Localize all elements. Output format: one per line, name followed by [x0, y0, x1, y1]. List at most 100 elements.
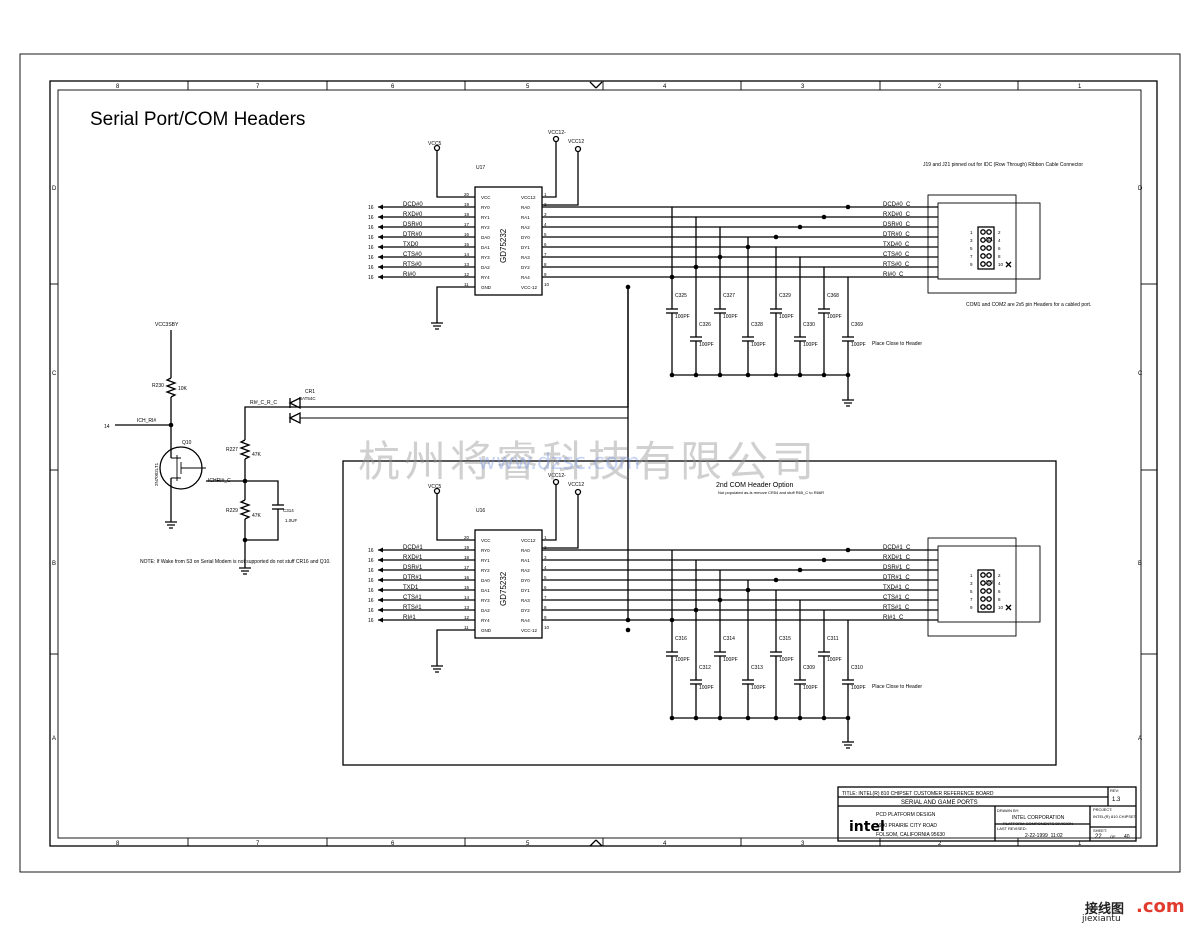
cap-tap-dot-u17 [821, 214, 827, 220]
signal-right-label-u16: DTR#1_C [883, 575, 910, 581]
pin-name-right-u16: VCC12 [521, 538, 536, 543]
cap-ref-u16: C311 [827, 636, 839, 642]
pin-num-right-u16: 2 [544, 545, 547, 550]
header-pin-u17 [986, 261, 992, 267]
pin-num-left-u16: 16 [464, 575, 470, 580]
r230-ref: R230 [152, 383, 164, 389]
cap-value-u17: 100PF [827, 314, 842, 320]
pin-name-left-u17: DA0 [481, 235, 490, 240]
header-pin-num-u17: 6 [998, 246, 1001, 251]
pin-num-left-u17: 20 [464, 192, 470, 197]
cap-value-u17: 100PF [675, 314, 690, 320]
r229-value: 47K [252, 513, 262, 519]
net-page-ref-u16: 16 [368, 558, 374, 564]
pin-num-left-u16: 18 [464, 555, 470, 560]
pin-num-right-u17: 4 [544, 222, 547, 227]
pin-num-left-u17: 12 [464, 272, 470, 277]
signal-arrow-u17 [378, 254, 383, 260]
cap-gnd-dot-u17 [745, 372, 751, 378]
net-page-ref-u17: 16 [368, 205, 374, 211]
signal-left-label-u16: DCD#1 [403, 545, 423, 551]
pin-name-right-u17: DY0 [521, 235, 530, 240]
cap-tap-dot-u16 [773, 577, 779, 583]
center-mark-top [589, 81, 603, 89]
col-label-top: 3 [801, 84, 805, 90]
header-pin-num-u17: 8 [998, 254, 1001, 259]
drawing-border [49, 80, 1158, 847]
signal-right-label-u16: DSR#1_C [883, 565, 911, 571]
header-pin-num-u16: 10 [998, 605, 1004, 610]
signal-right-label-u16: CTS#1_C [883, 595, 910, 601]
cap-gnd-dot-u16 [669, 715, 675, 721]
cap-gnd-dot-u17 [773, 372, 779, 378]
header-body-u16 [977, 569, 995, 613]
cap-value-u17: 100PF [803, 342, 818, 348]
header-pin-u16 [986, 596, 992, 602]
col-label-bottom: 2 [938, 841, 942, 847]
signal-right-label-u17: CTS#0_C [883, 252, 910, 258]
header-pin-u17 [986, 237, 992, 243]
header-note2: COM1 and COM2 are 2x5 pin Headers for a … [966, 302, 1091, 308]
signal-left-label-u16: RI#1 [403, 615, 416, 621]
cap-ref-u17: C325 [675, 293, 687, 299]
chip-ref-u17: U17 [476, 165, 485, 171]
cap-ref-u17: C369 [851, 322, 863, 328]
pin-name-right-u16: RA2 [521, 568, 530, 573]
cr-ref: CR1 [305, 389, 315, 395]
pin-name-right-u17: RA4 [521, 275, 530, 280]
pin-num-left-u16: 14 [464, 595, 470, 600]
pin-num-left-u17: 17 [464, 222, 470, 227]
pin-num-left-u17: 11 [464, 282, 469, 287]
signal-arrow-u16 [378, 567, 383, 573]
pin-name-right-u16: RA1 [521, 558, 530, 563]
pin-num-left-u16: 20 [464, 535, 470, 540]
ri-net-label: RI#_C_R_C [250, 400, 277, 406]
cap-value-u16: 100PF [723, 657, 738, 663]
header-pin-num-u17: 1 [970, 230, 973, 235]
pin-name-right-u17: DY1 [521, 245, 530, 250]
net-page-ref-u16: 16 [368, 588, 374, 594]
pin-name-right-u17: VCC-12 [521, 285, 538, 290]
cap-value-u17: 100PF [751, 342, 766, 348]
pin-name-left-u16: DA2 [481, 608, 490, 613]
pin-name-left-u17: DA2 [481, 265, 490, 270]
col-label-bottom: 1 [1078, 841, 1082, 847]
header-note: J19 and J21 pinned out for IDC (Row Thro… [923, 162, 1083, 168]
cap-tap-dot-u16 [821, 557, 827, 563]
pin-num-right-u16: 1 [544, 535, 547, 540]
pin-name-right-u16: DY0 [521, 578, 530, 583]
signal-right-label-u17: TXD#0_C [883, 242, 910, 248]
net-page-ref-u17: 16 [368, 225, 374, 231]
header-ref-u17: J21 [985, 237, 993, 243]
header-pin-num-u16: 8 [998, 597, 1001, 602]
vcc5-terminal-u16 [433, 487, 441, 495]
signal-left-label-u17: RI#0 [403, 272, 416, 278]
header-pin-num-u16: 5 [970, 589, 973, 594]
pin-name-left-u17: VCC [481, 195, 491, 200]
tb-of: OF [1110, 834, 1116, 839]
signal-right-label-u16: TXD#1_C [883, 585, 910, 591]
header-pin-u16 [980, 604, 986, 610]
header-pin-u16 [980, 596, 986, 602]
tb-addr2: FOLSOM, CALIFORNIA 95630 [876, 832, 945, 838]
header-pin-num-u16: 9 [970, 605, 973, 610]
signal-left-label-u16: DTR#1 [403, 575, 423, 581]
pin-name-right-u17: RA0 [521, 205, 530, 210]
header-pin-u17 [980, 253, 986, 259]
pin-num-right-u17: 9 [544, 272, 547, 277]
rail-dot-u16 [625, 627, 631, 633]
cap-value-u17: 100PF [699, 342, 714, 348]
pin-num-left-u16: 12 [464, 615, 470, 620]
cap-ref-u16: C314 [723, 636, 735, 642]
header-ref-u16: J19 [985, 580, 993, 586]
cr-diode-b [288, 411, 301, 425]
tb-rev: 1.3 [1112, 797, 1121, 803]
chip-name-u16: GD75232 [499, 571, 508, 606]
col-label-bottom: 8 [116, 841, 120, 847]
header-pin-num-u16: 6 [998, 589, 1001, 594]
cap-value-u16: 100PF [699, 685, 714, 691]
signal-left-label-u17: DCD#0 [403, 202, 423, 208]
cap-value-u16: 100PF [851, 685, 866, 691]
pin-name-right-u16: RA0 [521, 548, 530, 553]
cap-gnd-dot-u17 [717, 372, 723, 378]
